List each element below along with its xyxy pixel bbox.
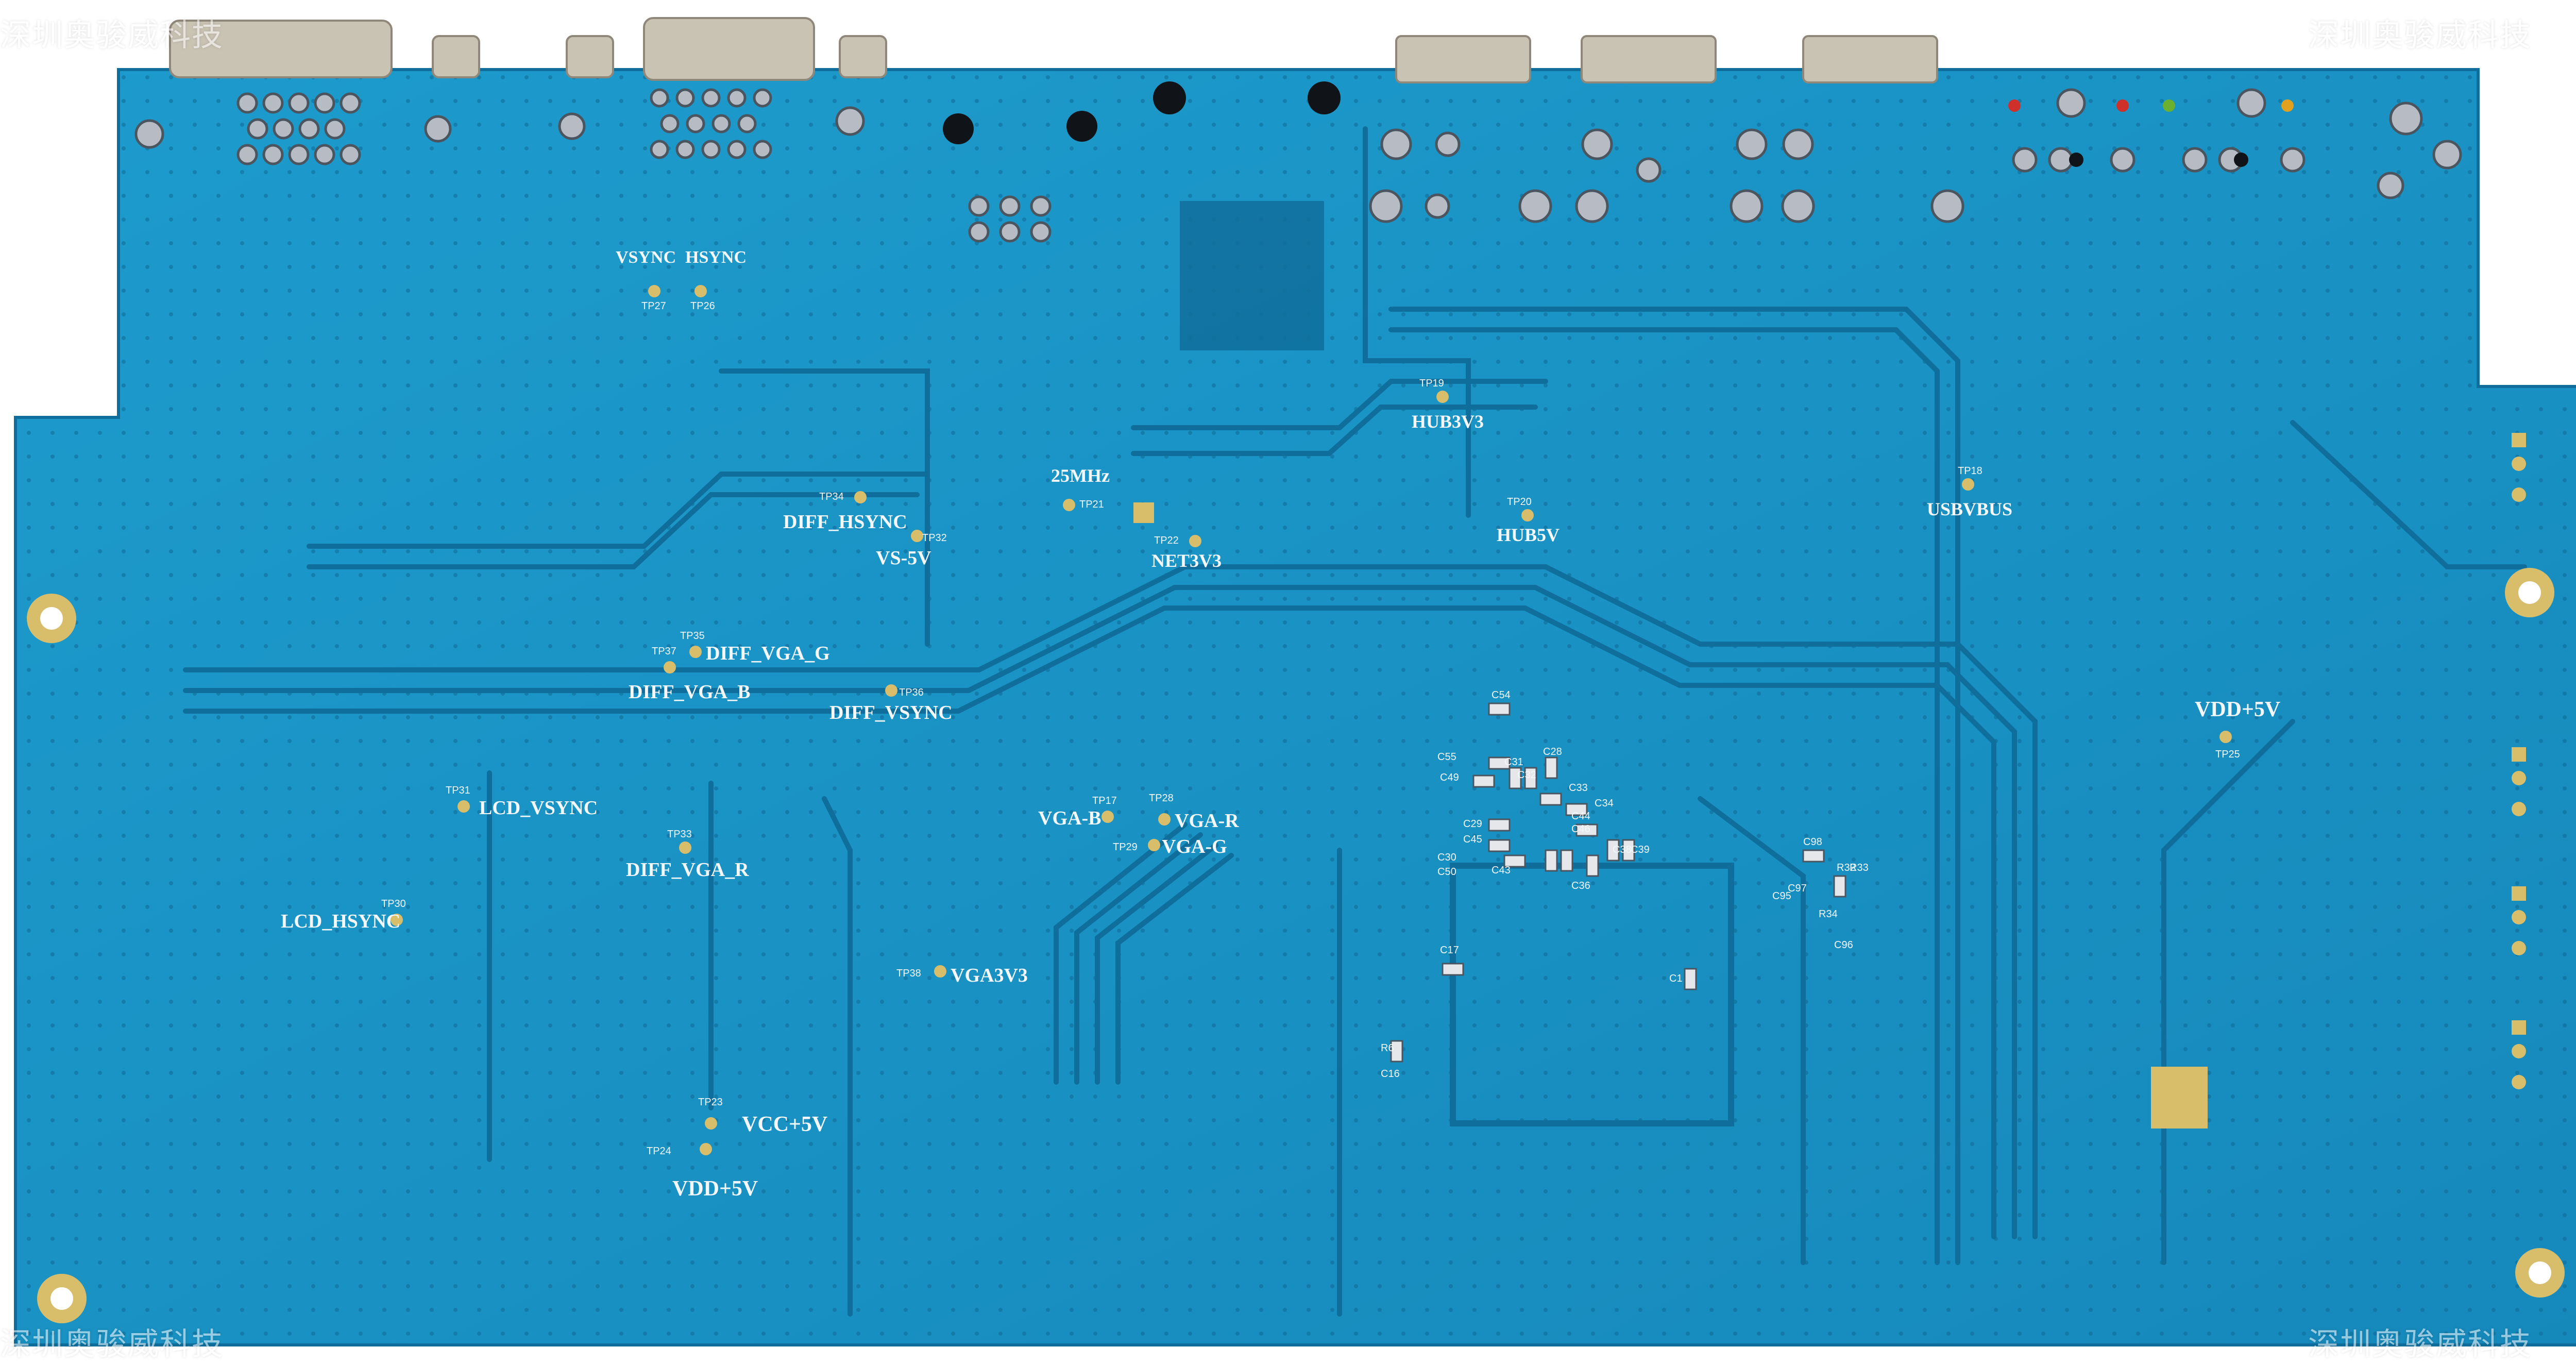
svg-text:TP36: TP36	[899, 687, 924, 698]
svg-text:TP35: TP35	[680, 630, 705, 642]
label-lcd-vsync: LCD_VSYNC	[479, 797, 598, 819]
svg-text:C29: C29	[1463, 818, 1482, 830]
label-diff-vga-r: DIFF_VGA_R	[626, 859, 749, 881]
svg-text:TP26: TP26	[690, 300, 715, 312]
component-designators: C54 C55 C49 C31 C32 C28 C33 C34 C29 C45 …	[1381, 689, 1869, 1080]
svg-text:C46: C46	[1571, 823, 1590, 835]
label-usbvbus: USBVBUS	[1927, 499, 2012, 519]
svg-text:C16: C16	[1381, 1068, 1400, 1080]
label-vga3v3: VGA3V3	[951, 965, 1028, 986]
svg-text:C96: C96	[1834, 939, 1853, 951]
svg-text:TP27: TP27	[641, 300, 666, 312]
svg-text:R33: R33	[1850, 862, 1869, 873]
label-vs-5v: VS-5V	[876, 547, 931, 569]
label-hsync: HSYNC	[685, 248, 747, 267]
label-diff-vga-b: DIFF_VGA_B	[629, 681, 750, 703]
svg-text:R32: R32	[1837, 862, 1856, 873]
label-25mhz: 25MHz	[1051, 465, 1110, 486]
svg-text:TP29: TP29	[1113, 841, 1138, 853]
svg-text:C38: C38	[1613, 844, 1632, 855]
svg-text:C39: C39	[1631, 844, 1650, 855]
watermark-top-left: 深圳奥骏威科技	[0, 18, 224, 54]
svg-text:TP31: TP31	[446, 785, 470, 796]
svg-text:C34: C34	[1595, 798, 1614, 809]
svg-text:C43: C43	[1492, 865, 1511, 876]
svg-text:C17: C17	[1440, 945, 1459, 956]
test-point-pads	[391, 285, 2232, 1155]
svg-text:C28: C28	[1543, 746, 1562, 757]
silkscreen-labels: VSYNC HSYNC HUB3V3 HUB5V USBVBUS 25MHz N…	[281, 248, 2280, 1201]
svg-text:C54: C54	[1492, 689, 1511, 701]
svg-text:TP32: TP32	[922, 532, 947, 544]
black-components	[943, 81, 2248, 167]
svg-text:R34: R34	[1819, 908, 1838, 920]
svg-text:C31: C31	[1504, 756, 1523, 768]
label-diff-vga-g: DIFF_VGA_G	[706, 643, 830, 664]
svg-text:TP22: TP22	[1154, 535, 1179, 546]
svg-text:TP19: TP19	[1419, 378, 1444, 389]
copper-traces	[183, 126, 2527, 1317]
svg-text:TP24: TP24	[647, 1146, 671, 1157]
svg-text:C55: C55	[1437, 751, 1456, 763]
svg-text:R6: R6	[1381, 1042, 1394, 1054]
label-vsync: VSYNC	[616, 248, 676, 267]
svg-text:TP28: TP28	[1149, 793, 1174, 804]
label-vdd-5v-right: VDD+5V	[2195, 698, 2280, 721]
svg-text:TP21: TP21	[1079, 499, 1104, 510]
svg-text:C95: C95	[1772, 890, 1791, 902]
rear-connectors	[169, 17, 1938, 83]
svg-text:TP20: TP20	[1507, 496, 1532, 508]
svg-text:TP17: TP17	[1092, 795, 1117, 806]
label-vdd-5v-left: VDD+5V	[672, 1177, 758, 1201]
svg-text:C30: C30	[1437, 852, 1456, 863]
svg-text:TP30: TP30	[381, 898, 406, 910]
watermark-bottom-right: 深圳奥骏威科技	[2308, 1326, 2532, 1362]
svg-text:C50: C50	[1437, 866, 1456, 878]
svg-text:C97: C97	[1788, 883, 1807, 894]
svg-text:TP37: TP37	[652, 646, 676, 657]
svg-text:C32: C32	[1517, 769, 1536, 781]
label-diff-vsync: DIFF_VSYNC	[829, 702, 953, 723]
label-vga-r: VGA-R	[1175, 810, 1239, 832]
svg-text:C98: C98	[1803, 836, 1822, 848]
svg-text:C49: C49	[1440, 772, 1459, 783]
svg-text:TP18: TP18	[1958, 465, 1982, 477]
svg-text:C45: C45	[1463, 834, 1482, 845]
label-diff-hsync: DIFF_HSYNC	[783, 511, 907, 533]
svg-text:C33: C33	[1569, 782, 1588, 794]
svg-text:TP23: TP23	[698, 1097, 723, 1108]
svg-text:TP34: TP34	[819, 491, 844, 502]
label-hub3v3: HUB3V3	[1412, 411, 1484, 432]
label-hub5v: HUB5V	[1497, 525, 1560, 545]
svg-text:TP38: TP38	[896, 968, 921, 979]
watermark-top-right: 深圳奥骏威科技	[2308, 18, 2532, 54]
watermark-bottom-left: 深圳奥骏威科技	[0, 1326, 224, 1362]
indicator-leds	[2008, 99, 2294, 112]
label-vga-g: VGA-G	[1162, 836, 1227, 857]
label-vga-b: VGA-B	[1038, 807, 1101, 829]
smd-cluster	[1390, 702, 1846, 1063]
tp-designators: TP27 TP26 TP19 TP20 TP18 TP21 TP22 TP34 …	[381, 300, 2240, 1157]
solder-joints	[134, 88, 2462, 243]
label-vcc-5v: VCC+5V	[742, 1113, 827, 1136]
svg-text:C1: C1	[1669, 973, 1683, 984]
svg-text:C44: C44	[1571, 811, 1590, 822]
edge-pads	[1133, 433, 2526, 1129]
svg-text:C36: C36	[1571, 880, 1590, 891]
svg-text:TP25: TP25	[2215, 749, 2240, 760]
mounting-holes	[27, 568, 2565, 1323]
label-net3v3: NET3V3	[1151, 550, 1222, 571]
svg-text:TP33: TP33	[667, 829, 692, 840]
label-lcd-hsync: LCD_HSYNC	[281, 911, 400, 932]
copper-pour-ethernet	[1180, 201, 1324, 350]
